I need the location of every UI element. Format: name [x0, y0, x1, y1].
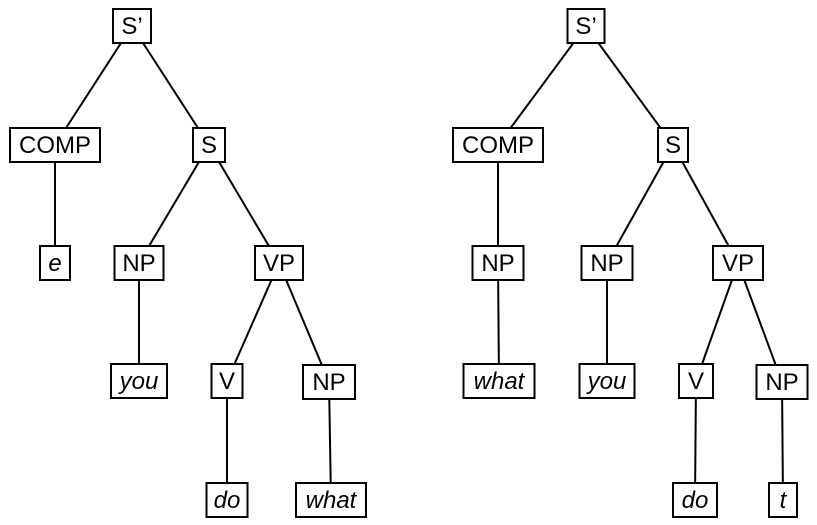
tree-node-right-tree-you: you: [578, 363, 636, 399]
tree-edge-right-tree-vp-np3: [737, 262, 783, 383]
tree-edge-right-tree-np3-t: [781, 381, 784, 501]
tree-node-box: [113, 245, 165, 281]
tree-node-left-tree-e: e: [39, 245, 71, 281]
tree-edge-left-tree-s-np1: [138, 144, 210, 264]
tree-node-box: [295, 482, 367, 518]
tree-node-label: you: [586, 368, 627, 395]
tree-edge-right-tree-vp-v: [695, 262, 739, 382]
tree-node-label: e: [48, 250, 61, 277]
tree-node-label: NP: [312, 369, 345, 396]
tree-node-box: [110, 363, 168, 399]
tree-node-box: [462, 363, 536, 399]
tree-node-label: V: [219, 368, 235, 395]
tree-edge-right-tree-np1-what: [497, 262, 500, 382]
tree-node-right-tree-np2: NP: [580, 245, 634, 281]
tree-node-box: [578, 363, 636, 399]
tree-node-left-tree-s: S: [192, 127, 226, 163]
tree-edge-right-tree-s-vp: [672, 144, 739, 264]
tree-node-label: COMP: [19, 132, 91, 159]
tree-node-label: S: [201, 132, 217, 159]
tree-node-box: [471, 245, 525, 281]
tree-edge-left-tree-sp-comp: [54, 25, 133, 146]
tree-node-label: NP: [590, 250, 623, 277]
tree-node-box: [678, 363, 714, 399]
tree-edges-layer: [54, 25, 784, 501]
tree-node-label: you: [118, 368, 159, 395]
tree-node-box: [302, 364, 356, 400]
tree-node-box: [452, 127, 544, 163]
tree-node-right-tree-what: what: [462, 363, 536, 399]
tree-node-right-tree-do: do: [672, 482, 718, 518]
tree-node-label: NP: [122, 250, 155, 277]
tree-node-left-tree-what: what: [295, 482, 367, 518]
tree-node-box: [254, 245, 304, 281]
tree-node-box: [768, 482, 798, 518]
tree-node-label: what: [474, 368, 526, 395]
tree-node-label: S’: [575, 13, 596, 40]
tree-node-left-tree-np2: NP: [302, 364, 356, 400]
tree-edge-left-tree-sp-s: [131, 25, 210, 146]
tree-node-box: [210, 363, 244, 399]
tree-edge-right-tree-s-np2: [606, 144, 674, 264]
tree-node-label: do: [214, 487, 241, 514]
tree-edge-left-tree-np2-what: [328, 381, 332, 501]
tree-node-left-tree-do: do: [205, 482, 249, 518]
tree-node-right-tree-sp: S’: [566, 8, 606, 44]
tree-node-left-tree-vp: VP: [254, 245, 304, 281]
tree-edge-left-tree-vp-np2: [278, 262, 330, 383]
tree-node-left-tree-v: V: [210, 363, 244, 399]
tree-node-right-tree-vp: VP: [712, 245, 764, 281]
tree-node-label: S: [665, 132, 681, 159]
tree-edge-right-tree-v-do: [694, 380, 697, 501]
tree-node-box: [39, 245, 71, 281]
tree-node-box: [112, 8, 152, 44]
tree-node-right-tree-np1: NP: [471, 245, 525, 281]
tree-node-left-tree-comp: COMP: [9, 127, 101, 163]
tree-edge-right-tree-sp-s: [585, 25, 674, 146]
tree-node-label: COMP: [462, 132, 534, 159]
tree-node-box: [9, 127, 101, 163]
tree-node-label: NP: [481, 250, 514, 277]
tree-node-left-tree-np1: NP: [113, 245, 165, 281]
tree-node-box: [755, 364, 809, 400]
tree-node-label: VP: [722, 250, 754, 277]
tree-node-label: do: [682, 487, 709, 514]
tree-node-left-tree-sp: S’: [112, 8, 152, 44]
tree-node-right-tree-comp: COMP: [452, 127, 544, 163]
tree-node-left-tree-you: you: [110, 363, 168, 399]
tree-edge-left-tree-vp-v: [226, 262, 280, 382]
tree-node-box: [712, 245, 764, 281]
tree-node-label: S’: [121, 13, 142, 40]
tree-node-label: t: [780, 487, 788, 514]
tree-node-label: VP: [263, 250, 295, 277]
tree-node-box: [192, 127, 226, 163]
tree-node-box: [205, 482, 249, 518]
tree-node-box: [580, 245, 634, 281]
tree-node-label: NP: [765, 369, 798, 396]
tree-edge-right-tree-sp-comp: [497, 25, 587, 146]
tree-node-box: [566, 8, 606, 44]
tree-node-label: what: [306, 487, 358, 514]
tree-edge-left-tree-s-vp: [208, 144, 280, 264]
tree-node-right-tree-t: t: [768, 482, 798, 518]
tree-node-right-tree-v: V: [678, 363, 714, 399]
tree-node-box: [657, 127, 689, 163]
tree-node-right-tree-s: S: [657, 127, 689, 163]
tree-node-label: V: [688, 368, 704, 395]
tree-node-right-tree-np3: NP: [755, 364, 809, 400]
tree-node-box: [672, 482, 718, 518]
